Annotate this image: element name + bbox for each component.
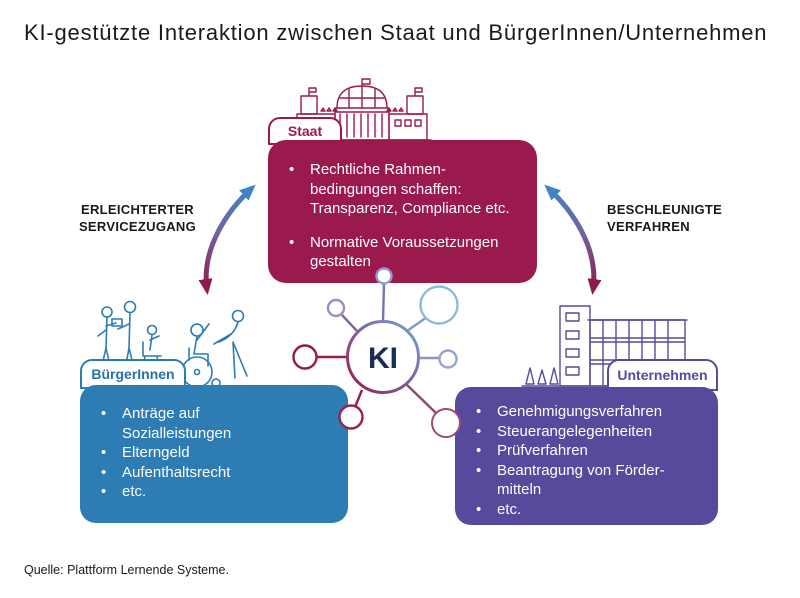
unternehmen-bullet-item: Prüfverfahren xyxy=(455,441,718,461)
tab-buergerinnen-label: BürgerInnen xyxy=(91,366,175,382)
right-exchange-arrow-icon xyxy=(544,184,602,295)
buergerinnen-bullet-item: Aufenthaltsrecht xyxy=(80,463,348,483)
left-arrow-label: ERLEICHTERTER SERVICEZUGANG xyxy=(78,202,197,234)
tab-unternehmen-label: Unternehmen xyxy=(617,367,708,383)
buergerinnen-bullet-item: etc. xyxy=(80,482,348,502)
unternehmen-bullet-item: etc. xyxy=(455,500,718,520)
staat-box: Rechtliche Rahmen- bedingungen schaffen:… xyxy=(268,140,537,283)
staat-bullet-item: Rechtliche Rahmen- bedingungen schaffen:… xyxy=(268,160,537,219)
buergerinnen-box: Anträge auf SozialleistungenElterngeldAu… xyxy=(80,385,348,523)
staat-bullet-item: Normative Voraussetzungen gestalten xyxy=(268,233,537,272)
buergerinnen-bullet-item: Anträge auf Sozialleistungen xyxy=(80,404,348,443)
tab-staat-label: Staat xyxy=(287,123,323,139)
buergerinnen-bullet-item: Elterngeld xyxy=(80,443,348,463)
unternehmen-bullet-item: Beantragung von Förder- mitteln xyxy=(455,461,718,500)
unternehmen-box: GenehmigungsverfahrenSteuerangelegenheit… xyxy=(455,387,718,525)
right-arrow-label: BESCHLEUNIGTE VERFAHREN xyxy=(607,202,723,234)
tab-unternehmen: Unternehmen xyxy=(607,359,718,391)
unternehmen-bullet-item: Genehmigungsverfahren xyxy=(455,402,718,422)
unternehmen-bullet-list: GenehmigungsverfahrenSteuerangelegenheit… xyxy=(455,402,718,519)
ki-hub-label: KI xyxy=(368,342,398,375)
left-exchange-arrow-icon xyxy=(198,184,256,295)
source-caption: Quelle: Plattform Lernende Systeme. xyxy=(24,563,229,577)
page-title: KI-gestützte Interaktion zwischen Staat … xyxy=(24,20,768,45)
staat-bullet-list: Rechtliche Rahmen- bedingungen schaffen:… xyxy=(268,160,537,272)
buergerinnen-bullet-list: Anträge auf SozialleistungenElterngeldAu… xyxy=(80,404,348,502)
unternehmen-bullet-item: Steuerangelegenheiten xyxy=(455,422,718,442)
